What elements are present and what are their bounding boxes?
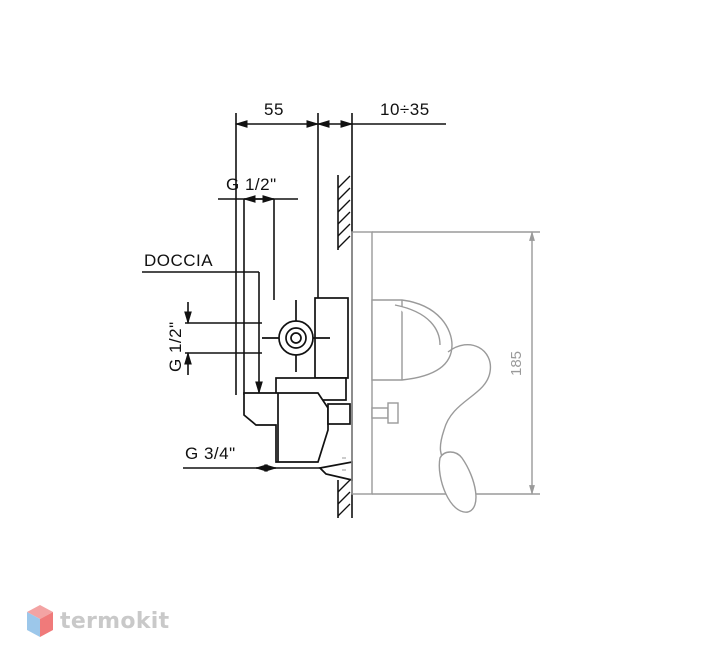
plate-height-label: 185 — [508, 351, 525, 376]
shower-leader — [142, 271, 263, 395]
plate-gap-marks — [342, 457, 346, 471]
inlet-thread-label: G 3/4" — [185, 444, 236, 463]
dimension-adjust — [316, 113, 446, 248]
brand-watermark: termokit — [26, 604, 169, 638]
brand-name: termokit — [60, 608, 170, 634]
dimension-55-label: 55 — [264, 100, 284, 119]
dimension-55 — [234, 113, 320, 395]
wall-hatching — [337, 175, 351, 517]
dimension-side-thread — [184, 302, 262, 375]
side-connection — [262, 300, 330, 372]
side-thread-label: G 1/2" — [166, 321, 185, 372]
cube-logo-icon — [27, 605, 53, 637]
outlet-thread-label: G 1/2" — [226, 175, 277, 194]
dimension-outlet-thread — [218, 195, 298, 395]
dimension-adjust-label: 10÷35 — [380, 100, 430, 119]
shower-label: DOCCIA — [144, 251, 213, 270]
mixer-handle — [371, 299, 492, 513]
